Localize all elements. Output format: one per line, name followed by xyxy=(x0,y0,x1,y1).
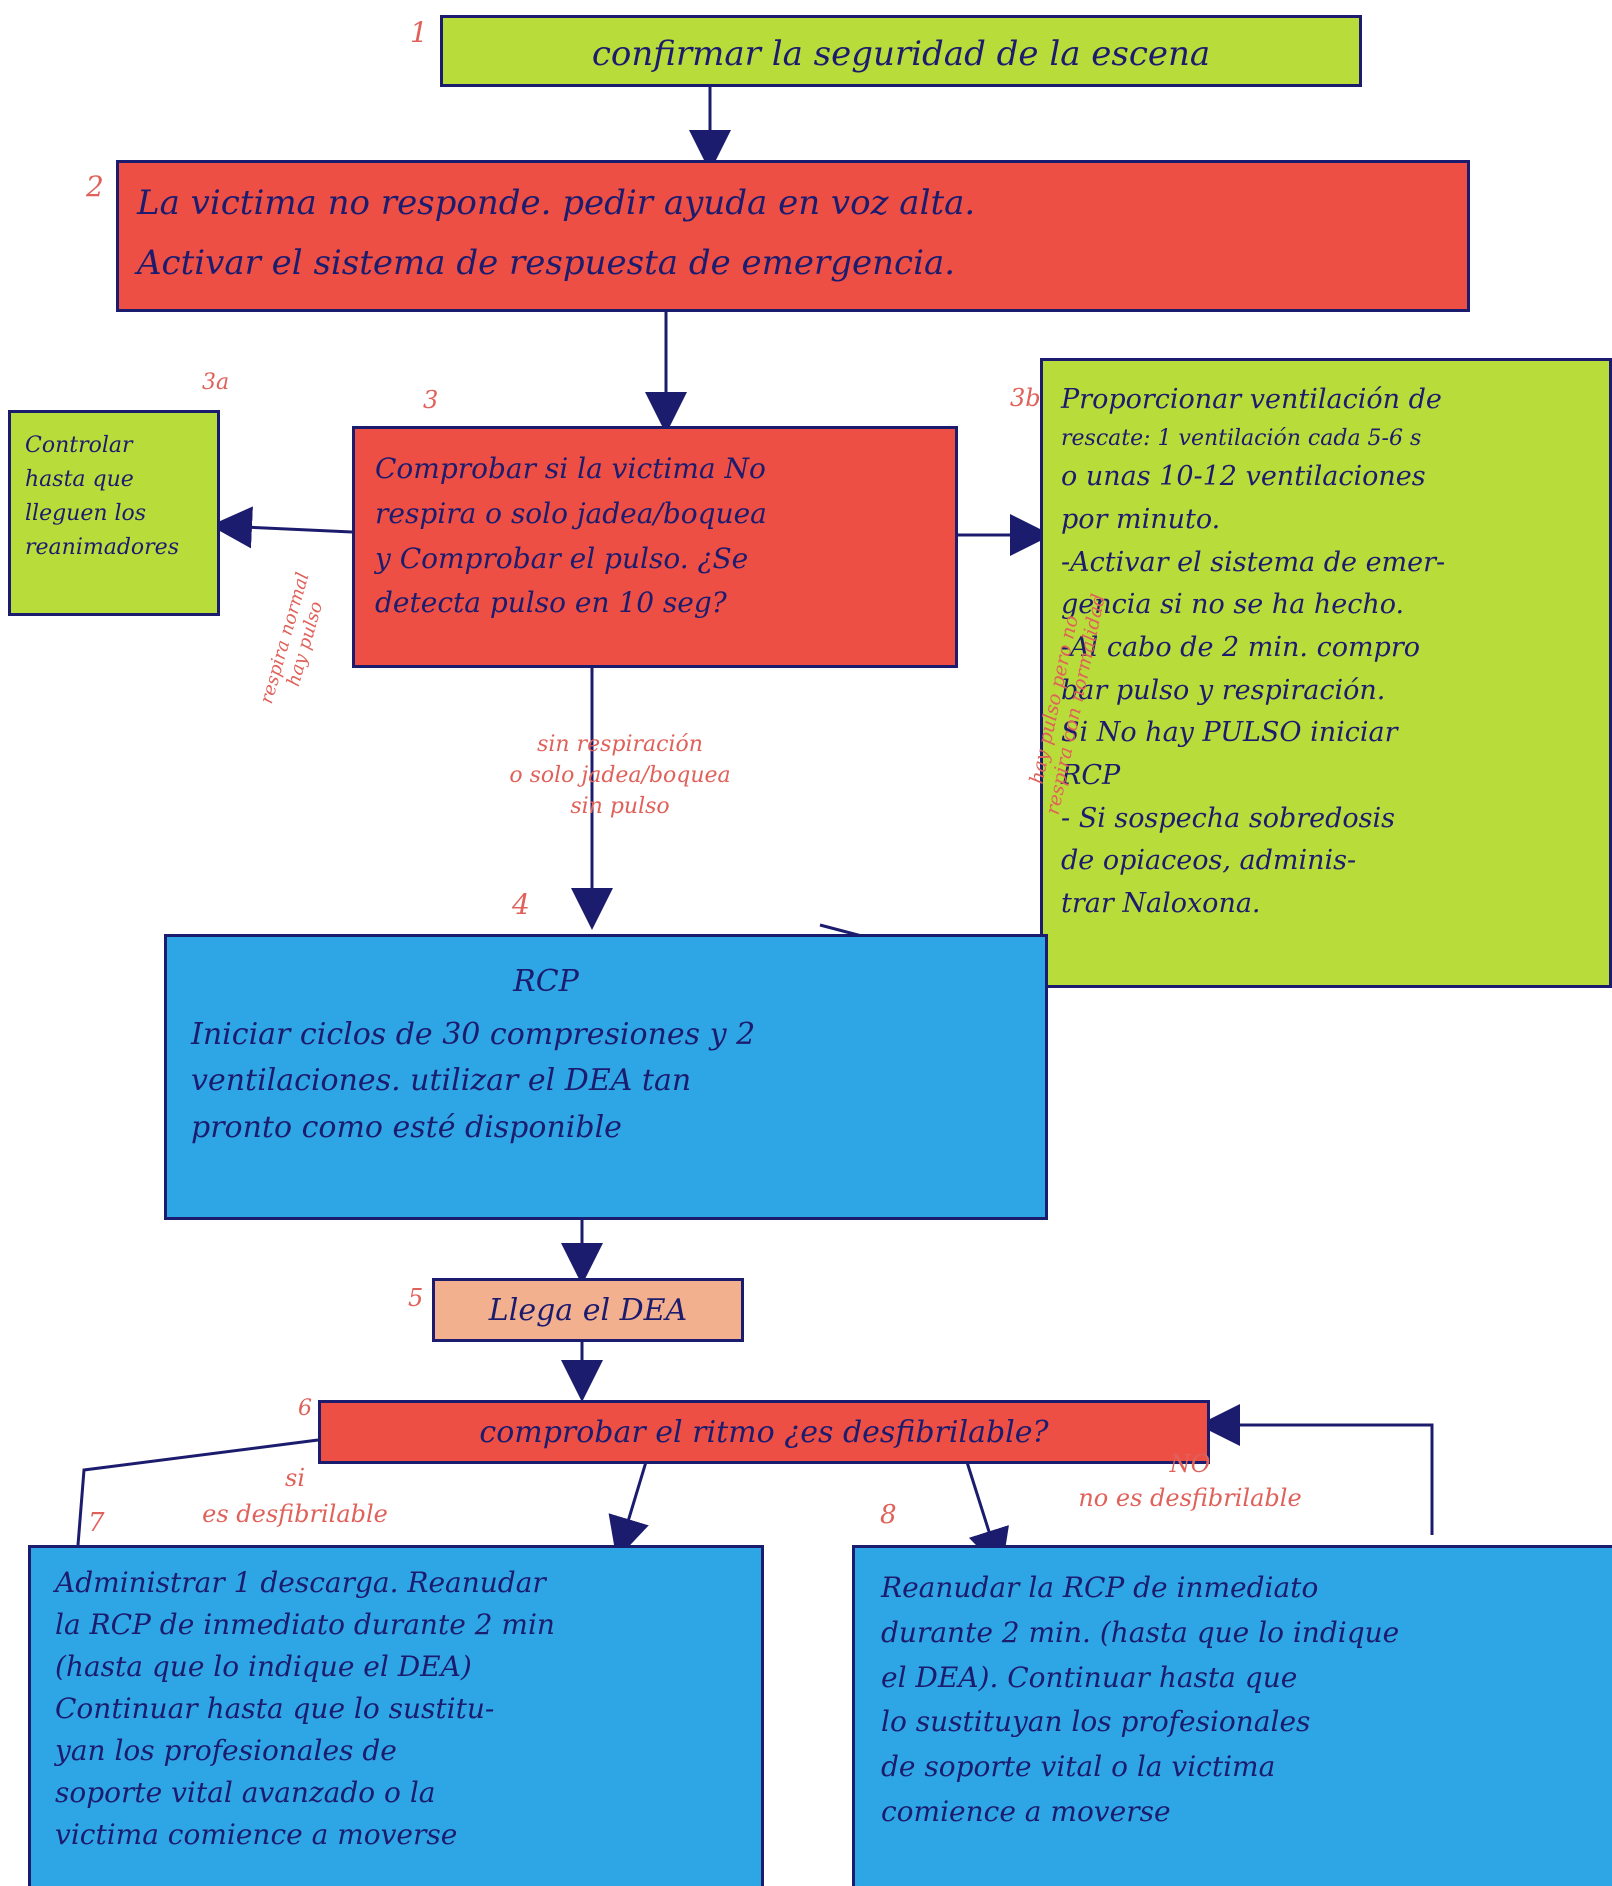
step-7-line: yan los profesionales de xyxy=(55,1734,397,1767)
no-branch-line: NO xyxy=(1169,1450,1211,1478)
step-7-line: Continuar hasta que lo sustitu- xyxy=(55,1692,495,1725)
step-3-line: respira o solo jadea/boquea xyxy=(375,496,767,530)
step-3b-line: de opiaceos, adminis- xyxy=(1061,845,1357,877)
step-4-number: 4 xyxy=(512,888,530,921)
step-1-box: confirmar la seguridad de la escena xyxy=(440,15,1362,87)
step-4-box: RCP Iniciar ciclos de 30 compresiones y … xyxy=(164,934,1048,1220)
step-8-line: el DEA). Continuar hasta que xyxy=(881,1660,1298,1694)
yes-branch-line: es desfibrilable xyxy=(202,1500,388,1528)
step-3b-line: Proporcionar ventilación de xyxy=(1061,384,1442,415)
step-3a-line: lleguen los xyxy=(25,501,147,527)
arrow-3-to-3a xyxy=(210,506,353,549)
down-branch-line: sin respiración xyxy=(537,732,703,757)
step-8-line: durante 2 min. (hasta que lo indique xyxy=(881,1615,1400,1649)
yes-branch-line: si xyxy=(285,1464,305,1492)
step-3-line: y Comprobar el pulso. ¿Se xyxy=(375,541,749,575)
step-7-line: victima comience a moverse xyxy=(55,1818,458,1851)
step-3b-line: o unas 10-12 ventilaciones xyxy=(1061,461,1426,493)
step-7-line: soporte vital avanzado o la xyxy=(55,1776,436,1809)
step-5-box: Llega el DEA xyxy=(432,1278,744,1342)
step-2-line-1: La victima no responde. pedir ayuda en v… xyxy=(137,183,976,223)
step-1-text: confirmar la seguridad de la escena xyxy=(591,34,1211,74)
arrow-7-loop xyxy=(76,1438,319,1546)
step-3b-number: 3b xyxy=(1010,384,1041,412)
step-3b-line: -Activar el sistema de emer- xyxy=(1061,546,1446,578)
step-4-title: RCP xyxy=(513,964,579,999)
step-3-line: detecta pulso en 10 seg? xyxy=(375,586,727,620)
step-7-number: 7 xyxy=(88,1508,105,1538)
step-7-box: Administrar 1 descarga. Reanudar la RCP … xyxy=(28,1545,764,1886)
step-3b-line: bar pulso y respiración. xyxy=(1061,674,1386,706)
step-7-line: Administrar 1 descarga. Reanudar xyxy=(55,1566,546,1599)
step-1-number: 1 xyxy=(410,16,428,49)
step-6-text: comprobar el ritmo ¿es desfibrilable? xyxy=(479,1415,1049,1450)
step-3b-line: trar Naloxona. xyxy=(1061,887,1261,919)
step-8-line: comience a moverse xyxy=(881,1794,1171,1828)
down-branch-label: sin respiración o solo jadea/boquea sin … xyxy=(460,730,780,822)
step-3b-line: -Al cabo de 2 min. compro xyxy=(1061,632,1421,664)
step-3-number: 3 xyxy=(423,386,439,414)
yes-branch-label: si es desfibrilable xyxy=(150,1460,440,1532)
step-3a-box: Controlar hasta que lleguen los reanimad… xyxy=(8,410,220,616)
step-8-number: 8 xyxy=(880,1500,897,1530)
step-6-box: comprobar el ritmo ¿es desfibrilable? xyxy=(318,1400,1210,1464)
step-4-line: pronto como esté disponible xyxy=(191,1109,622,1145)
step-3b-box: Proporcionar ventilación de rescate: 1 v… xyxy=(1040,358,1612,988)
step-3-line: Comprobar si la victima No xyxy=(375,452,766,485)
step-3b-line: - Si sospecha sobredosis xyxy=(1061,802,1396,834)
step-8-line: lo sustituyan los profesionales xyxy=(881,1705,1311,1739)
step-3b-line: Si No hay PULSO iniciar xyxy=(1061,717,1398,749)
step-3a-number: 3a xyxy=(202,370,230,395)
down-branch-line: o solo jadea/boquea xyxy=(509,762,731,788)
step-8-line: de soporte vital o la victima xyxy=(881,1750,1276,1784)
step-3b-line: rescate: 1 ventilación cada 5-6 s xyxy=(1061,425,1422,451)
step-3a-line: hasta que xyxy=(25,467,134,493)
step-8-line: Reanudar la RCP de inmediato xyxy=(881,1571,1319,1604)
step-3b-line: por minuto. xyxy=(1061,504,1221,536)
step-3a-line: reanimadores xyxy=(25,535,179,561)
step-3-box: Comprobar si la victima No respira o sol… xyxy=(352,426,958,668)
step-7-line: la RCP de inmediato durante 2 min xyxy=(55,1608,555,1641)
step-4-line: Iniciar ciclos de 30 compresiones y 2 xyxy=(191,1016,756,1052)
down-branch-line: sin pulso xyxy=(570,793,670,819)
step-3b-line: RCP xyxy=(1061,760,1121,791)
step-2-line-2: Activar el sistema de respuesta de emerg… xyxy=(137,242,956,283)
step-5-text: Llega el DEA xyxy=(488,1293,688,1328)
step-4-line: ventilaciones. utilizar el DEA tan xyxy=(191,1063,692,1098)
step-8-box: Reanudar la RCP de inmediato durante 2 m… xyxy=(852,1545,1612,1886)
arrow-8-loop xyxy=(1198,1404,1434,1535)
no-branch-label: NO no es desfibrilable xyxy=(1000,1448,1380,1515)
step-2-number: 2 xyxy=(86,170,104,203)
no-branch-line: no es desfibrilable xyxy=(1078,1483,1302,1512)
step-2-box: La victima no responde. pedir ayuda en v… xyxy=(116,160,1470,312)
step-7-line: (hasta que lo indique el DEA) xyxy=(55,1650,472,1683)
step-6-number: 6 xyxy=(298,1396,312,1421)
step-3a-line: Controlar xyxy=(25,433,133,458)
step-3b-line: gencia si no se ha hecho. xyxy=(1061,589,1405,621)
step-5-number: 5 xyxy=(408,1284,424,1312)
